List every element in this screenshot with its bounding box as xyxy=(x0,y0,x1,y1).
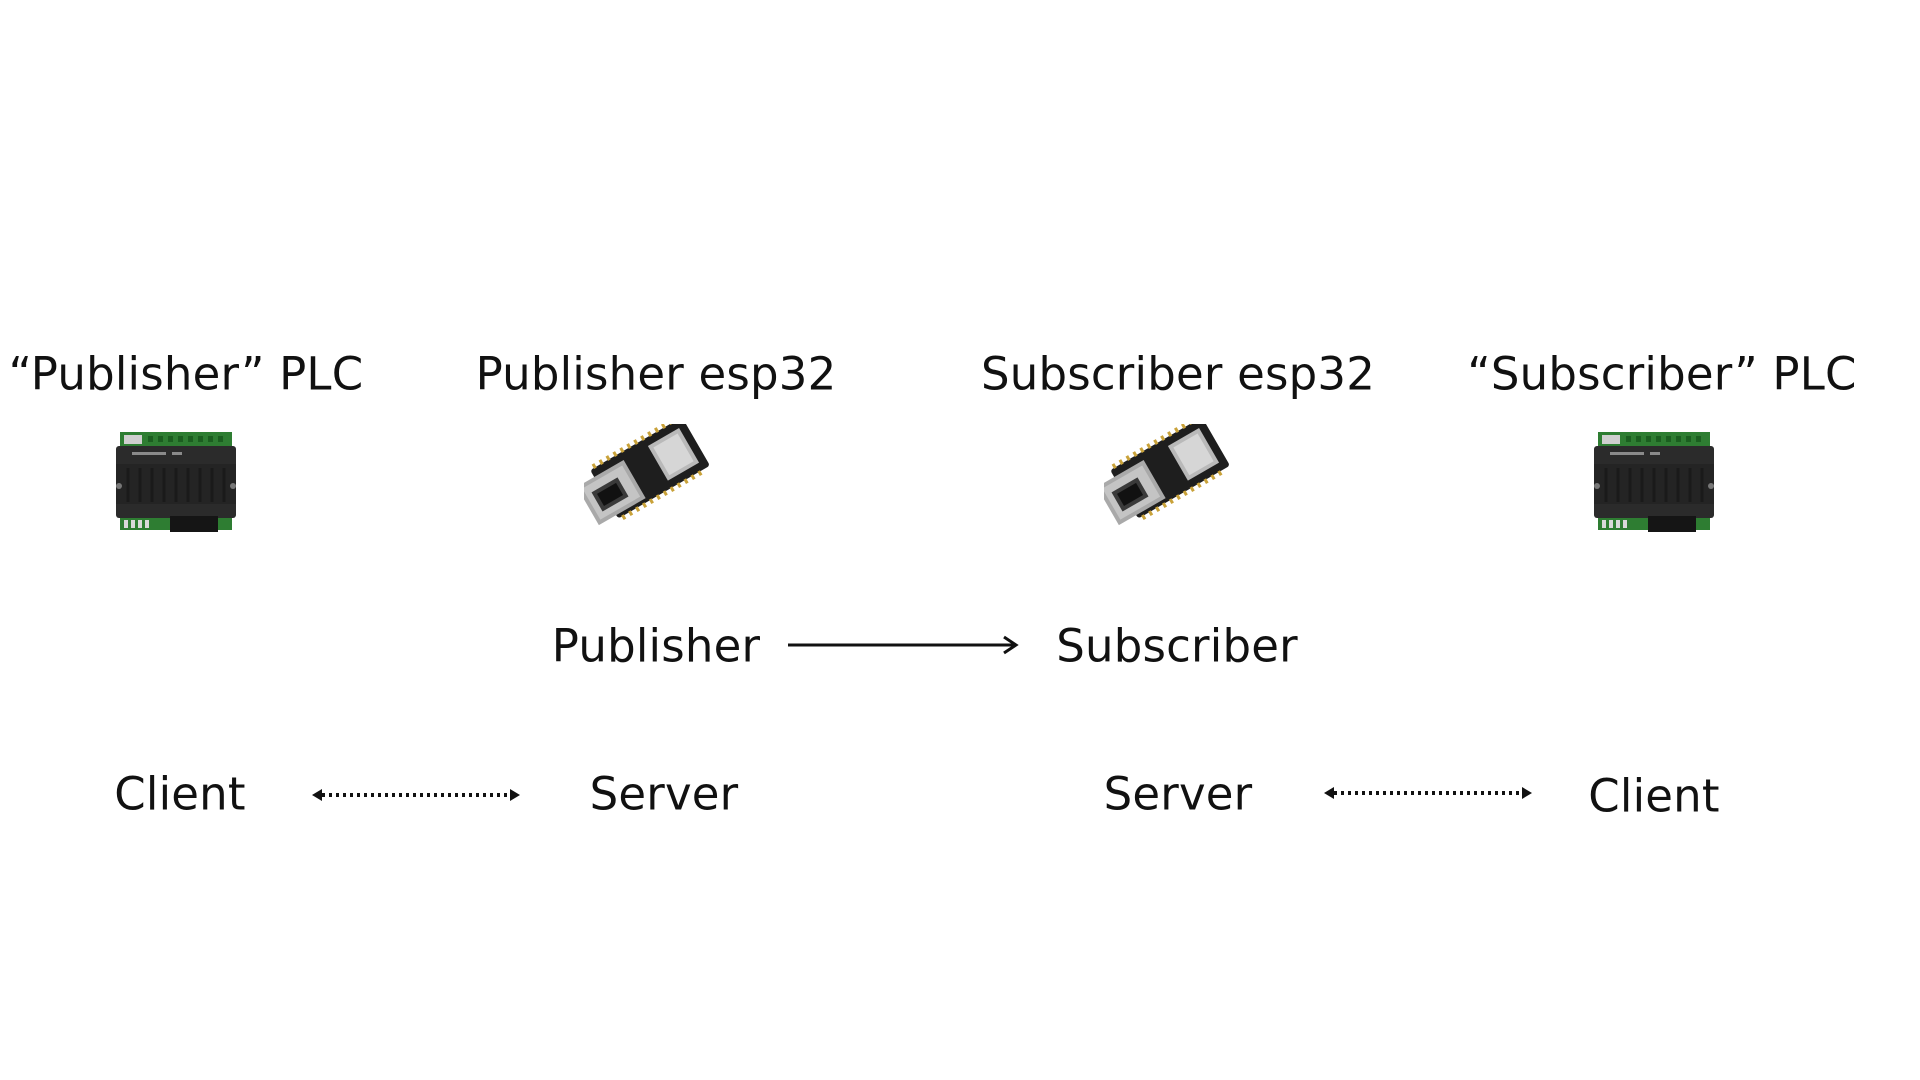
client-server-link-right xyxy=(1324,787,1532,799)
plc-module-icon xyxy=(116,432,236,532)
subscriber-esp32-title: Subscriber esp32 xyxy=(980,347,1376,401)
subscriber-plc-title: “Subscriber” PLC xyxy=(1467,347,1857,401)
plc-module-icon xyxy=(1594,432,1714,532)
publisher-esp32-title: Publisher esp32 xyxy=(475,347,837,401)
esp32-ethernet-board-icon xyxy=(584,424,709,526)
subscriber-esp32-server-label: Server xyxy=(1103,767,1253,821)
esp32-ethernet-board-icon xyxy=(1104,424,1229,526)
publisher-role-label: Publisher xyxy=(551,619,761,673)
publisher-plc-title: “Publisher” PLC xyxy=(8,347,364,401)
publisher-esp32-server-label: Server xyxy=(589,767,739,821)
publisher-plc-client-label: Client xyxy=(114,767,246,821)
subscriber-plc-client-label: Client xyxy=(1588,769,1720,823)
publish-arrow xyxy=(788,635,1019,655)
subscriber-role-label: Subscriber xyxy=(1056,619,1298,673)
client-server-link-left xyxy=(312,789,520,801)
